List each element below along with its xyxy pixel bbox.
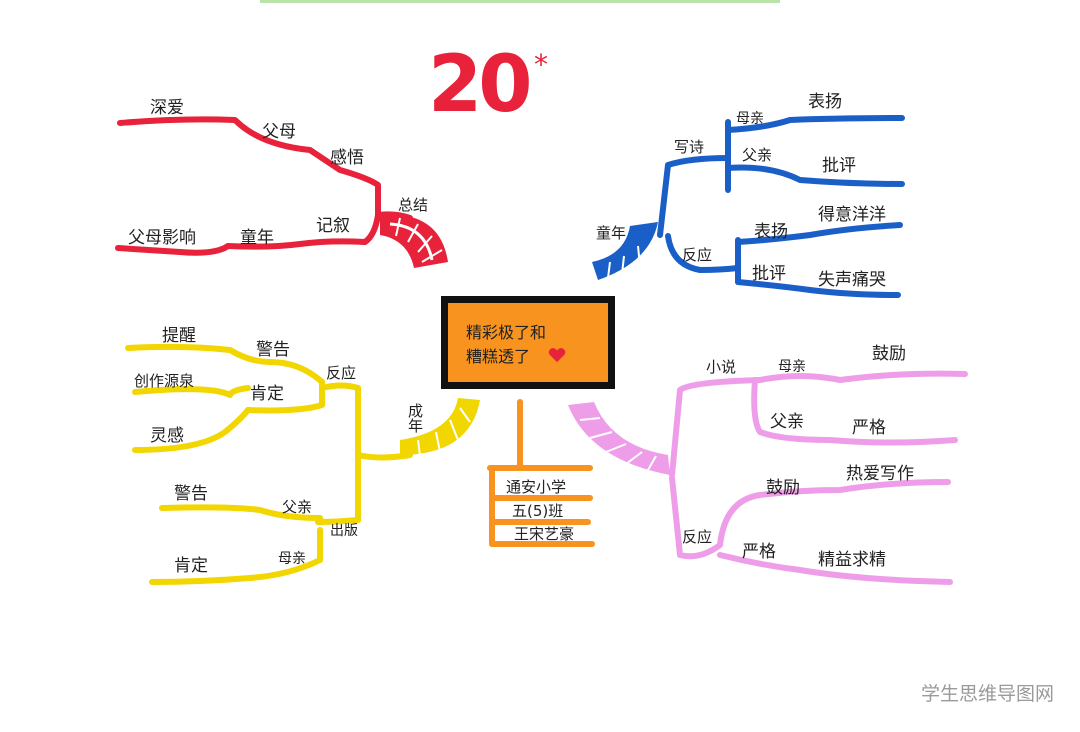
- map-title-number: 20: [428, 40, 533, 130]
- yellow-leaf-creative-source: 创作源泉: [134, 372, 195, 390]
- central-topic-box: 精彩极了和 糟糕透了: [441, 296, 615, 389]
- pink-father-strict: 严格: [852, 418, 886, 438]
- title-mark: *: [534, 48, 548, 81]
- pink-mother-encourage: 鼓励: [872, 344, 906, 364]
- yellow-mother-affirm: 肯定: [174, 556, 208, 576]
- blue-father: 父亲: [742, 146, 773, 164]
- pink-strict: 严格: [742, 542, 776, 562]
- blue-reaction-criticism: 批评: [752, 264, 786, 284]
- blue-reaction-praise-leaf: 得意洋洋: [818, 205, 886, 225]
- orange-author: 王宋艺豪: [514, 525, 575, 543]
- blue-root-childhood: 童年: [596, 224, 627, 242]
- yellow-root-adulthood: 成年: [408, 402, 424, 435]
- blue-mother: 母亲: [736, 111, 764, 127]
- blue-mother-praise: 表扬: [808, 92, 842, 112]
- yellow-leaf-inspiration: 灵感: [150, 426, 184, 446]
- yellow-root-fan: [400, 398, 480, 457]
- yellow-branch-lines: [125, 343, 413, 585]
- red-root-summary: 总结: [398, 196, 429, 214]
- orange-class: 五(5)班: [512, 502, 564, 520]
- pink-father: 父亲: [770, 412, 804, 432]
- red-leaf-deep-love: 深爱: [150, 98, 184, 118]
- pink-root-fan: [568, 402, 670, 475]
- top-edge-strip: [260, 0, 780, 3]
- heart-icon: [548, 348, 566, 363]
- blue-branch-lines: [657, 115, 905, 298]
- blue-father-criticism: 批评: [822, 156, 856, 176]
- blue-reaction-praise: 表扬: [754, 222, 788, 242]
- blue-root-fan: [592, 222, 658, 280]
- yellow-mother: 母亲: [278, 551, 306, 567]
- pink-mother: 母亲: [778, 359, 806, 375]
- orange-branch-lines: [487, 399, 595, 547]
- red-root-fan: [380, 214, 448, 268]
- pink-mid-reaction: 反应: [682, 528, 713, 546]
- red-mid-narrative: 记叙: [316, 216, 350, 236]
- central-topic-line2: 糟糕透了: [466, 347, 531, 366]
- orange-school: 通安小学: [506, 478, 567, 496]
- red-leaf-parent-influence: 父母影响: [128, 228, 196, 248]
- watermark-text: 学生思维导图网: [920, 683, 1054, 705]
- yellow-warn: 警告: [256, 340, 290, 360]
- red-sub-parents: 父母: [262, 122, 296, 142]
- blue-mid-write-poem: 写诗: [674, 138, 705, 156]
- yellow-mid-reaction: 反应: [326, 364, 357, 382]
- yellow-father: 父亲: [282, 498, 313, 516]
- blue-reaction-criticism-leaf: 失声痛哭: [818, 270, 886, 290]
- central-topic-line1: 精彩极了和: [466, 323, 547, 342]
- yellow-father-warn: 警告: [174, 484, 208, 504]
- yellow-mid-publish: 出版: [330, 523, 358, 539]
- red-sub-childhood: 童年: [240, 228, 274, 248]
- pink-encourage: 鼓励: [766, 478, 800, 498]
- pink-love-writing: 热爱写作: [846, 464, 914, 484]
- pink-excellence: 精益求精: [818, 550, 886, 570]
- pink-mid-novel: 小说: [706, 358, 737, 376]
- yellow-affirm: 肯定: [250, 384, 284, 404]
- red-mid-insight: 感悟: [330, 148, 364, 168]
- yellow-leaf-reminder: 提醒: [162, 326, 196, 346]
- blue-mid-reaction: 反应: [682, 246, 713, 264]
- pink-branch-lines: [669, 370, 968, 585]
